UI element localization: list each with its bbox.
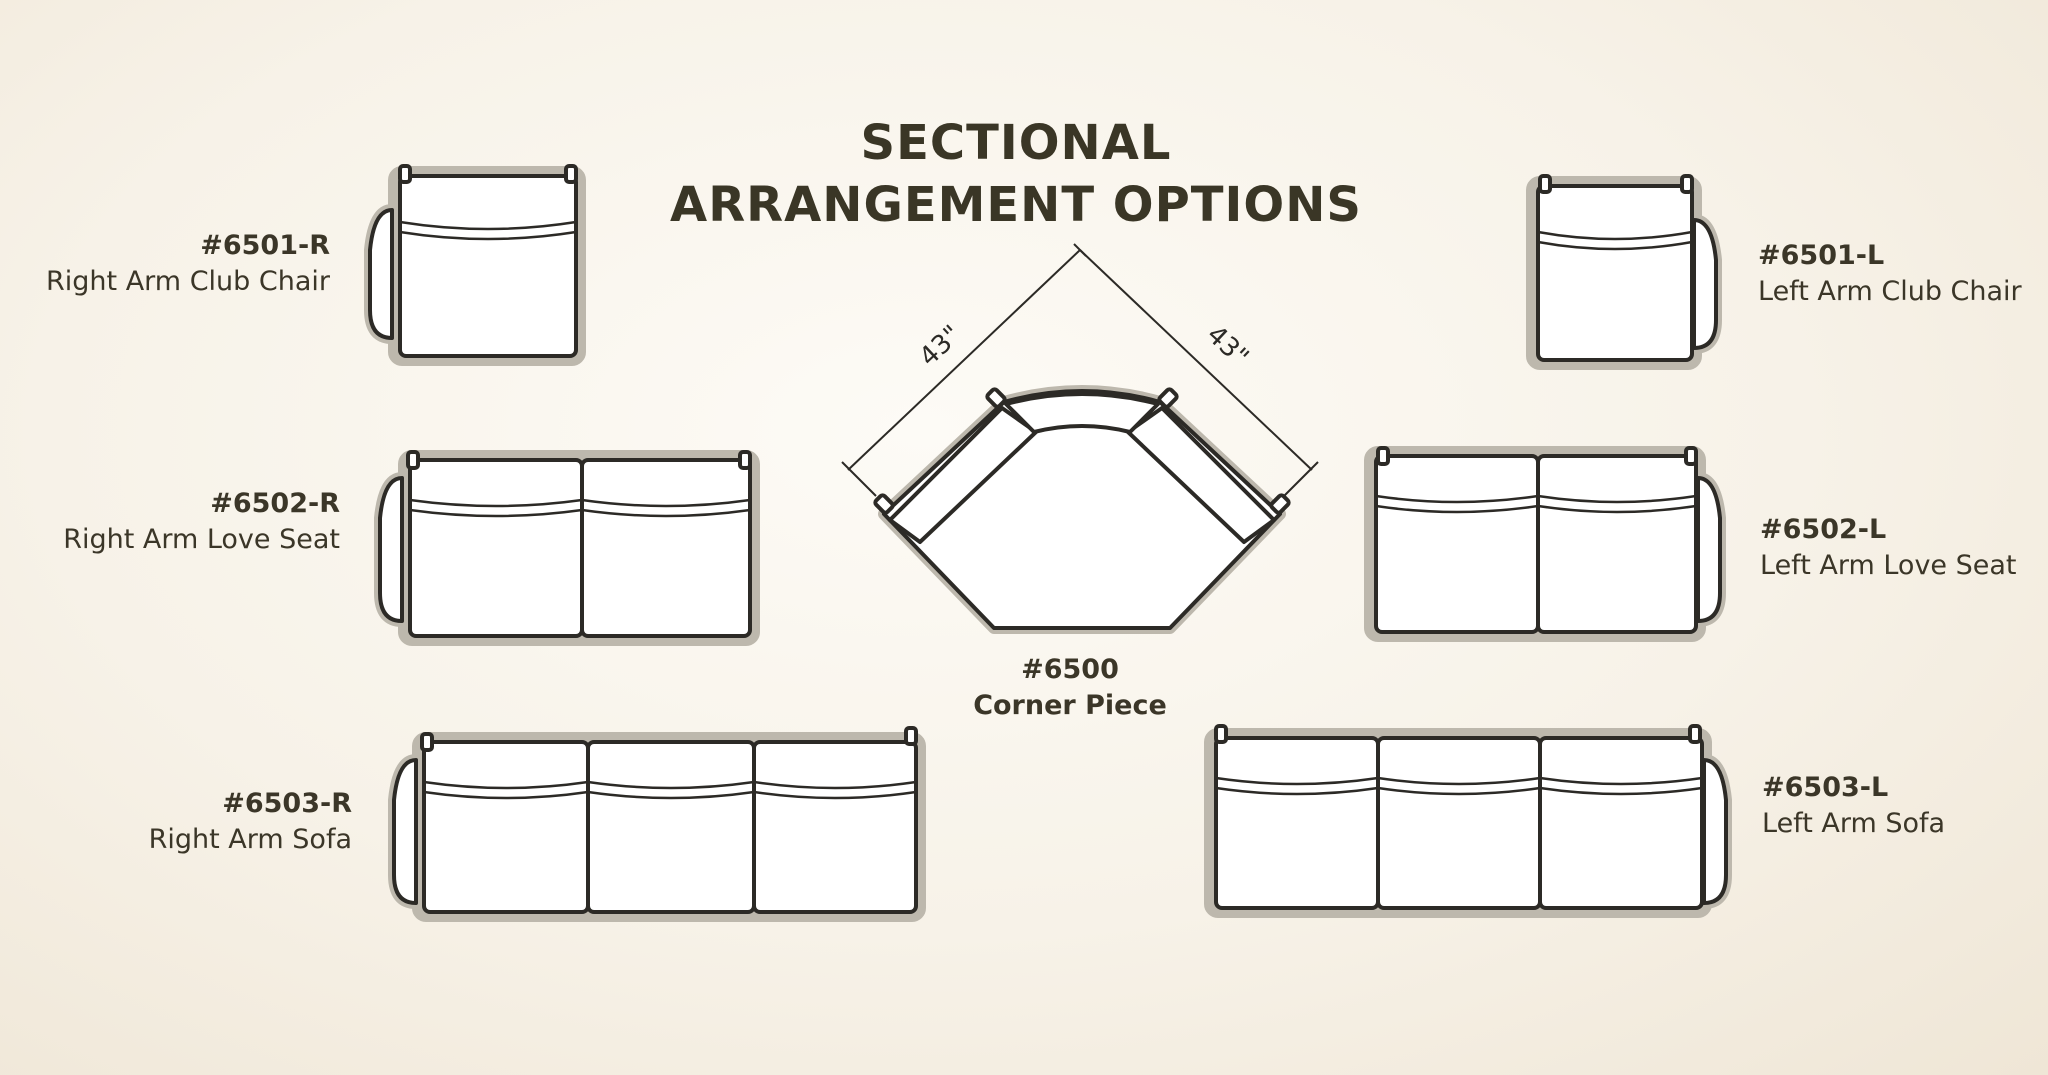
piece-code: #6503-L [1762,772,1889,803]
left-arm-sofa-drawing [1204,724,1732,918]
left-arm-love-seat-drawing [1364,446,1726,642]
piece-code: #6501-R [200,230,330,261]
piece-name: Right Arm Love Seat [63,524,340,555]
corner-dimension-lines [841,243,1319,497]
piece-name: Left Arm Club Chair [1758,276,2022,307]
piece-name: Left Arm Sofa [1762,808,1946,839]
right-arm-love-seat-drawing [374,450,760,646]
piece-name: Right Arm Sofa [148,824,352,855]
label-6501-r: #6501-R Right Arm Club Chair [30,228,330,300]
piece-code: #6502-R [210,488,340,519]
left-arm-club-chair-drawing [1526,174,1722,370]
piece-name: Left Arm Love Seat [1760,550,2017,581]
label-6502-l: #6502-L Left Arm Love Seat [1760,512,2048,584]
piece-code: #6503-R [222,788,352,819]
dimension-right-label: 43" [1201,320,1254,373]
piece-name: Right Arm Club Chair [46,266,330,297]
title-line-1: SECTIONAL [860,115,1172,171]
chair-arm [368,208,394,340]
label-6501-l: #6501-L Left Arm Club Chair [1758,238,2048,310]
piece-code: #6502-L [1760,514,1887,545]
piece-code: #6501-L [1758,240,1885,271]
title-line-2: ARRANGEMENT OPTIONS [670,177,1362,233]
label-6503-r: #6503-R Right Arm Sofa [30,786,352,858]
label-6500: #6500 Corner Piece [930,652,1210,724]
label-6503-l: #6503-L Left Arm Sofa [1762,770,2048,842]
piece-code: #6500 [1021,654,1119,685]
diagram-title: SECTIONAL ARRANGEMENT OPTIONS [0,112,2048,236]
right-arm-sofa-drawing [388,726,926,922]
label-6502-r: #6502-R Right Arm Love Seat [30,486,340,558]
right-arm-club-chair-drawing [364,164,586,366]
corner-piece-drawing [873,385,1291,634]
piece-name: Corner Piece [973,690,1167,721]
